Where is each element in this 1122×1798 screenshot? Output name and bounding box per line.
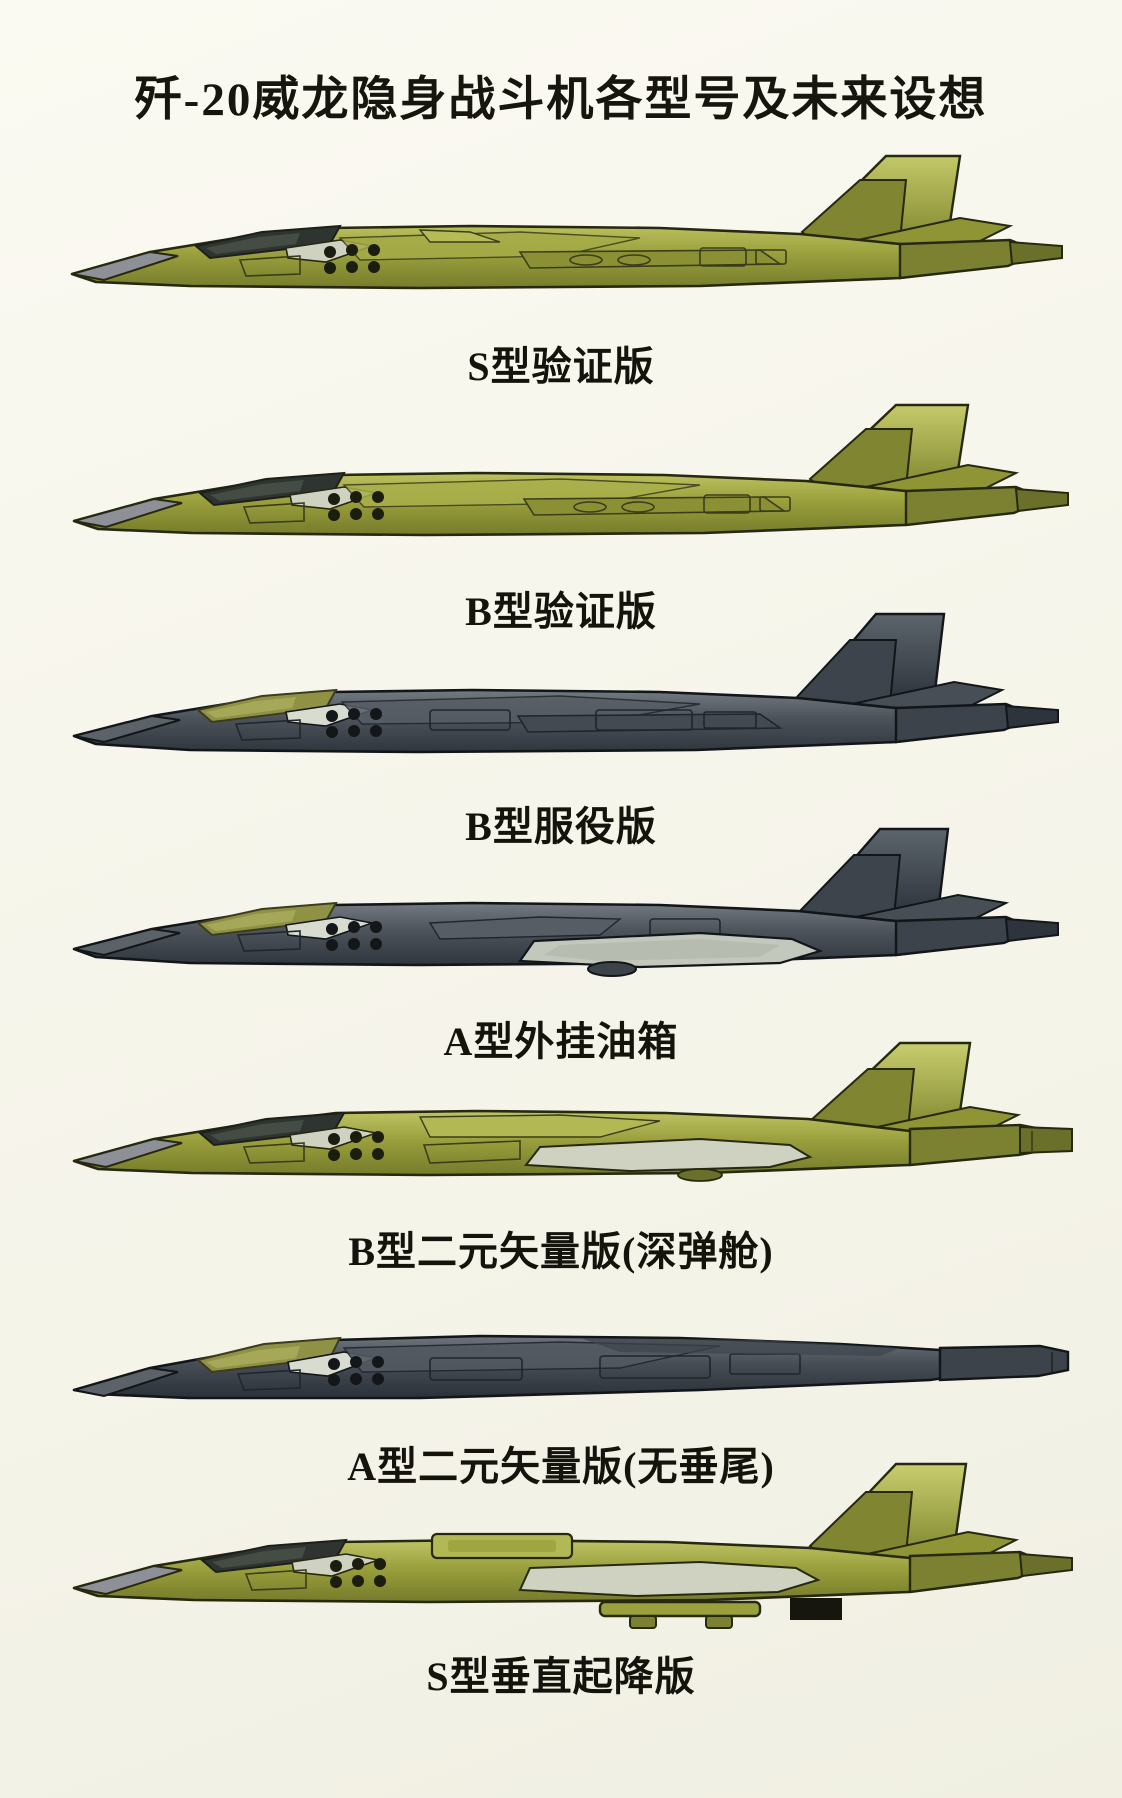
engine-nozzles-3 xyxy=(894,702,1059,744)
fuselage-3 xyxy=(72,688,976,754)
aircraft-illustration-4 xyxy=(0,815,1122,1015)
aircraft-illustration-2 xyxy=(0,385,1122,585)
engine-nozzles-7 xyxy=(908,1550,1073,1594)
variant-label-6: A型二元矢量版(无垂尾) xyxy=(347,1444,775,1489)
watermark-block-7 xyxy=(790,1598,842,1620)
variant-row-7: S型垂直起降版 xyxy=(0,1450,1122,1702)
engine-nozzles-1 xyxy=(898,238,1063,280)
aircraft-illustration-3 xyxy=(0,600,1122,800)
variant-label-3: B型服役版 xyxy=(465,804,657,849)
fuselage-2 xyxy=(72,471,986,537)
engine-nozzles-2 xyxy=(904,485,1069,527)
fuselage-6 xyxy=(72,1334,1002,1400)
external-fuel-tank-4 xyxy=(517,931,824,977)
variant-label-7: S型垂直起降版 xyxy=(426,1654,696,1699)
variant-label-5: B型二元矢量版(深弹舱) xyxy=(348,1229,774,1274)
fuselage-7 xyxy=(72,1532,990,1604)
variant-row-2: B型验证版 xyxy=(0,385,1122,637)
variant-row-3: B型服役版 xyxy=(0,600,1122,852)
variant-label-2: B型验证版 xyxy=(465,589,657,634)
variant-label-1: S型验证版 xyxy=(467,344,655,389)
aircraft-illustration-7 xyxy=(0,1450,1122,1650)
variant-row-1: S型验证版 xyxy=(0,140,1122,392)
variant-label-4: A型外挂油箱 xyxy=(443,1019,679,1064)
fuselage-1 xyxy=(70,224,982,290)
aircraft-illustration-1 xyxy=(0,140,1122,340)
2d-vector-nozzles-5 xyxy=(908,1123,1073,1167)
engine-nozzles-4 xyxy=(894,915,1059,957)
variant-row-5: B型二元矢量版(深弹舱) xyxy=(0,1025,1122,1277)
page-title: 歼-20威龙隐身战斗机各型号及未来设想 xyxy=(134,74,988,126)
fuselage-5 xyxy=(72,1109,990,1182)
aircraft-illustration-5 xyxy=(0,1025,1122,1225)
aircraft-illustration-6 xyxy=(0,1240,1122,1440)
2d-vector-nozzles-6 xyxy=(938,1344,1070,1382)
variant-row-4: A型外挂油箱 xyxy=(0,815,1122,1067)
vtol-landing-gear-7 xyxy=(598,1600,762,1629)
variant-row-6: A型二元矢量版(无垂尾) xyxy=(0,1240,1122,1492)
